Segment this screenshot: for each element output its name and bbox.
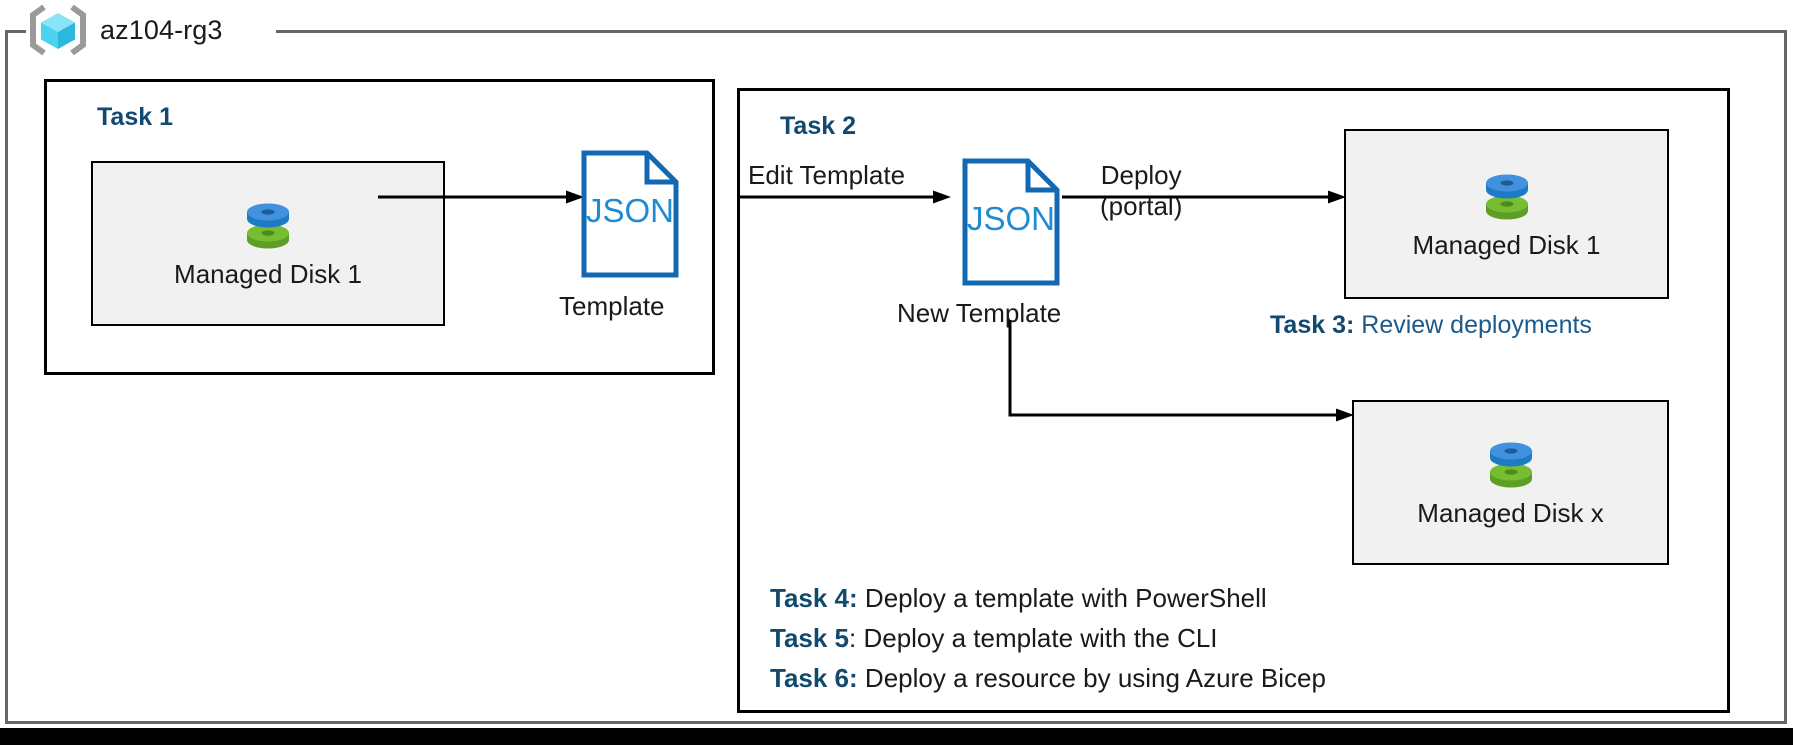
json-document-text: JSON bbox=[967, 200, 1055, 237]
json-document-new-template: JSON bbox=[962, 158, 1060, 286]
task-6-row: Task 6: Deploy a resource by using Azure… bbox=[770, 658, 1326, 698]
task-3-text: Review deployments bbox=[1354, 311, 1592, 339]
task-4-row: Task 4: Deploy a template with PowerShel… bbox=[770, 578, 1326, 618]
task-4-text: Deploy a template with PowerShell bbox=[857, 583, 1267, 613]
managed-disk-icon bbox=[242, 197, 294, 253]
managed-disk-1-box-task1: Managed Disk 1 bbox=[91, 161, 445, 326]
task-2-heading: Task 2 bbox=[780, 112, 856, 140]
deploy-label-line-1: Deploy bbox=[1100, 160, 1182, 190]
template-caption: Template bbox=[559, 291, 665, 321]
bottom-black-bar bbox=[0, 728, 1793, 745]
task-5-row: Task 5: Deploy a template with the CLI bbox=[770, 618, 1326, 658]
resource-group-frame bbox=[5, 30, 1787, 724]
task-3-tag: Task 3: bbox=[1270, 311, 1355, 339]
task-list: Task 4: Deploy a template with PowerShel… bbox=[770, 578, 1326, 698]
new-template-caption: New Template bbox=[897, 298, 1062, 328]
managed-disk-icon bbox=[1485, 436, 1537, 492]
managed-disk-x-box: Managed Disk x bbox=[1352, 400, 1669, 565]
managed-disk-1-label-task1: Managed Disk 1 bbox=[174, 259, 362, 289]
arrow-disk-to-template bbox=[378, 190, 588, 204]
managed-disk-1-label-task2: Managed Disk 1 bbox=[1412, 229, 1601, 260]
arrow-deploy-portal bbox=[1062, 190, 1352, 204]
task-6-tag: Task 6: bbox=[770, 663, 858, 693]
task-2-container bbox=[737, 88, 1730, 713]
resource-group-title: az104-rg3 bbox=[100, 14, 223, 45]
managed-disk-x-label: Managed Disk x bbox=[1417, 498, 1604, 528]
task-6-text: Deploy a resource by using Azure Bicep bbox=[857, 663, 1326, 693]
json-document-template: JSON bbox=[581, 150, 679, 278]
arrow-new-template-to-managed-disk-x bbox=[1008, 320, 1368, 430]
resource-group-frame-title-gap bbox=[26, 22, 276, 40]
task-5-tag: Task 5 bbox=[770, 623, 850, 653]
managed-disk-1-box-task2: Managed Disk 1 bbox=[1344, 129, 1669, 299]
managed-disk-icon bbox=[1481, 168, 1533, 224]
azure-resource-group-icon bbox=[30, 4, 86, 56]
task-3-caption: Task 3: Review deployments bbox=[1270, 311, 1592, 340]
task-1-container bbox=[44, 79, 715, 375]
resource-group-header: az104-rg3 bbox=[30, 2, 222, 58]
arrow-edit-template bbox=[737, 190, 957, 204]
task-4-tag: Task 4: bbox=[770, 583, 858, 613]
task-5-text: : Deploy a template with the CLI bbox=[849, 623, 1218, 653]
json-document-text: JSON bbox=[586, 192, 674, 229]
edit-template-label: Edit Template bbox=[748, 160, 906, 190]
task-1-heading: Task 1 bbox=[97, 103, 173, 131]
